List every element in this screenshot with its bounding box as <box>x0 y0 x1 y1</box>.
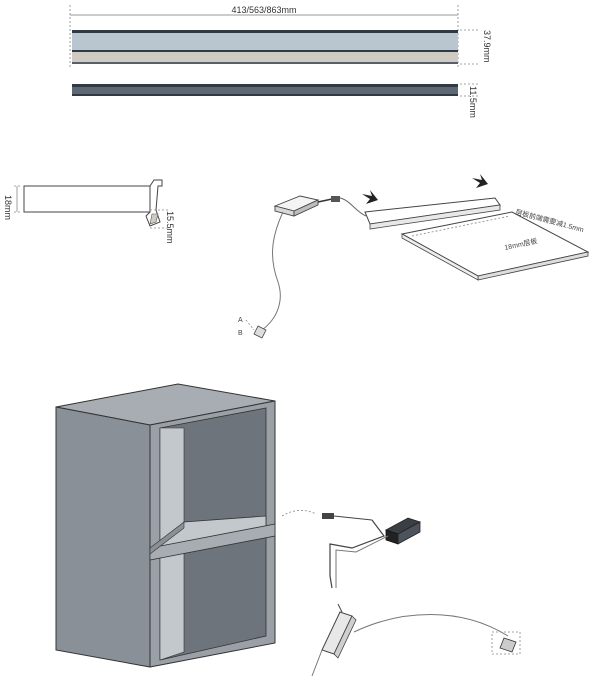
profile-front-view: 413/563/863mm 37.9mm <box>69 5 492 68</box>
profile-height-label: 37.9mm <box>482 30 492 63</box>
shelf-perspective: 层板前端需要减1.5mm 18mm层板 <box>362 174 590 281</box>
arrow-down-icon <box>362 190 378 204</box>
shelf-section-view: 18mm 15.5mm <box>3 179 175 244</box>
svg-text:B: B <box>238 330 243 337</box>
plug-area <box>491 631 521 655</box>
strip-thickness-label: 11.5mm <box>468 86 478 118</box>
arrow-down-icon <box>472 174 488 188</box>
cable-connection <box>281 510 521 677</box>
plug-icon <box>253 325 267 339</box>
length-dimension-label: 413/563/863mm <box>231 5 296 15</box>
cabinet <box>55 383 276 668</box>
plug-icon <box>499 637 517 653</box>
connector-icon <box>322 513 334 519</box>
connector-icon <box>331 196 340 202</box>
strip-front-view: 11.5mm <box>72 83 478 118</box>
profile-depth-label: 15.5mm <box>165 211 175 244</box>
shelf-thickness-label: 18mm <box>3 195 13 220</box>
driver-assembly: A B <box>238 195 367 339</box>
svg-text:A: A <box>238 317 243 324</box>
